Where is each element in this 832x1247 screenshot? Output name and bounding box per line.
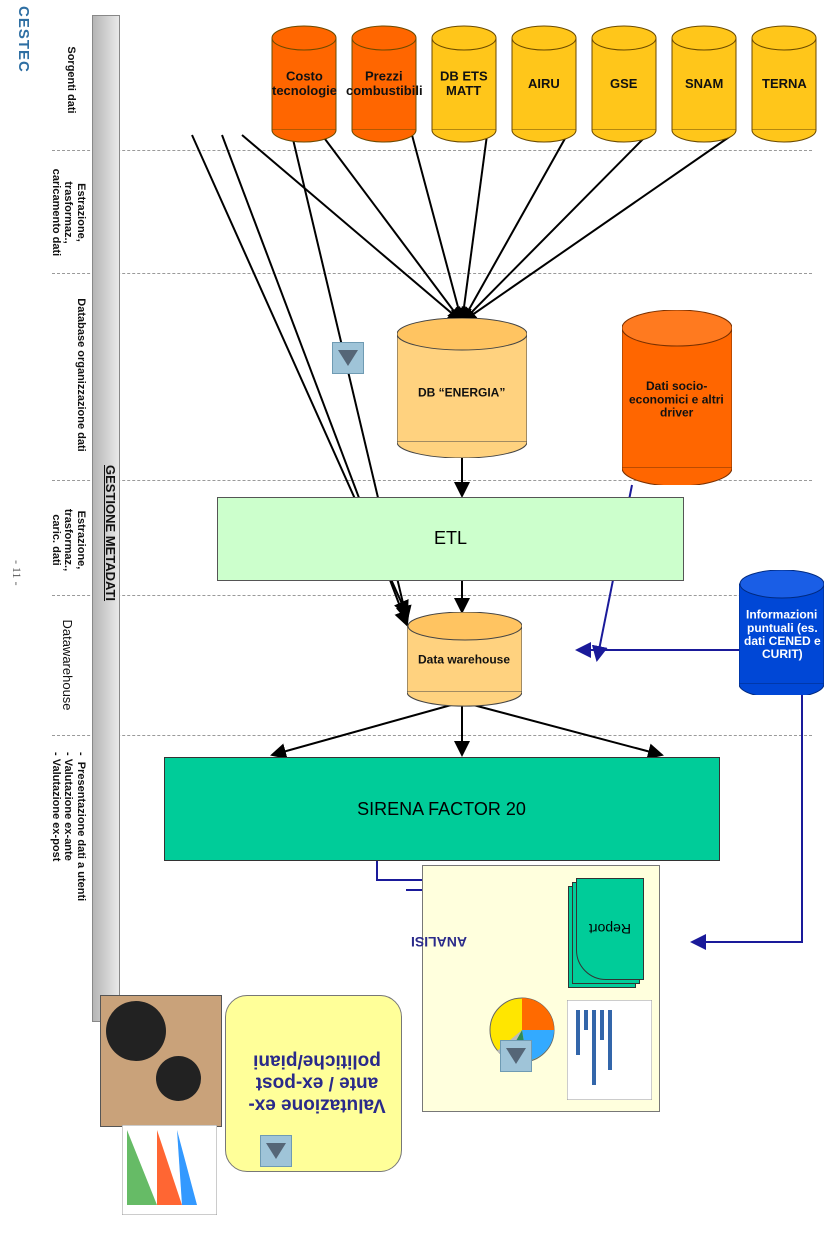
informazioni-label: Informazioni puntuali (es. dati CENED e … [743, 607, 821, 662]
source-label: Costo tecnologie [271, 68, 337, 98]
expand-db-button[interactable] [332, 342, 364, 374]
line-gse-db [461, 134, 568, 324]
expand-analisi-button[interactable] [500, 1040, 532, 1072]
valutazione-label: Valutazione ex-ante / ex-post politiche/… [248, 1050, 386, 1116]
line-snam-db [460, 134, 648, 324]
source-label: GSE [610, 75, 638, 91]
source-cylinder-end [591, 129, 657, 143]
source-cylinder-end [671, 129, 737, 143]
etl-box: ETL [217, 497, 684, 581]
source-label: DB ETS MATT [440, 68, 488, 98]
source-label: SNAM [684, 75, 724, 91]
report-label: Report [588, 921, 632, 937]
source-cylinder-top [511, 25, 577, 51]
report-doc: Report [566, 878, 644, 988]
gears-image [100, 995, 222, 1127]
source-label: Prezzi combustibili [345, 68, 423, 98]
db-energia-cylinder [397, 318, 527, 458]
source-cylinder-end [511, 129, 577, 143]
data-warehouse-label: Data warehouse [418, 652, 511, 667]
source-cylinder-end [431, 129, 497, 143]
dati-socio-cylinder [622, 310, 732, 485]
line-dw-sirena-1 [461, 701, 664, 760]
source-label: TERNA [761, 75, 807, 91]
source-cylinder-end [751, 129, 817, 143]
sirena-label: SIRENA FACTOR 20 [357, 798, 527, 819]
source-cylinder-top [591, 25, 657, 51]
trend-chart-thumbnail [122, 1125, 217, 1215]
bar-chart-thumbnail [567, 1000, 652, 1100]
source-cylinder-end [351, 129, 417, 143]
dati-socio-label: Dati socio-economici e altri driver [629, 379, 724, 420]
line-costo-db [241, 134, 464, 324]
source-cylinder-top [271, 25, 337, 51]
expand-valutazione-button[interactable] [260, 1135, 292, 1167]
line-terna-db [460, 134, 733, 324]
line-dbets-db [411, 134, 467, 324]
source-cylinder-top [431, 25, 497, 51]
line-dw-sirena-3 [270, 701, 463, 759]
db-energia-label: DB “ENERGIA” [418, 385, 506, 400]
line-airu-db [455, 134, 488, 324]
source-cylinder-top [351, 25, 417, 51]
source-cylinder-top [671, 25, 737, 51]
analisi-label: ANALISI [411, 934, 467, 950]
line-info-analisi [690, 690, 803, 950]
source-cylinders [271, 25, 817, 143]
data-warehouse-cylinder [407, 612, 522, 707]
informazioni-cylinder [739, 570, 824, 695]
line-prezzi-db [321, 134, 464, 324]
etl-label: ETL [433, 528, 468, 549]
source-cylinder-top [751, 25, 817, 51]
sirena-box: SIRENA FACTOR 20 [164, 757, 720, 861]
source-cylinder-end [271, 129, 337, 143]
source-label: AIRU [528, 75, 560, 91]
